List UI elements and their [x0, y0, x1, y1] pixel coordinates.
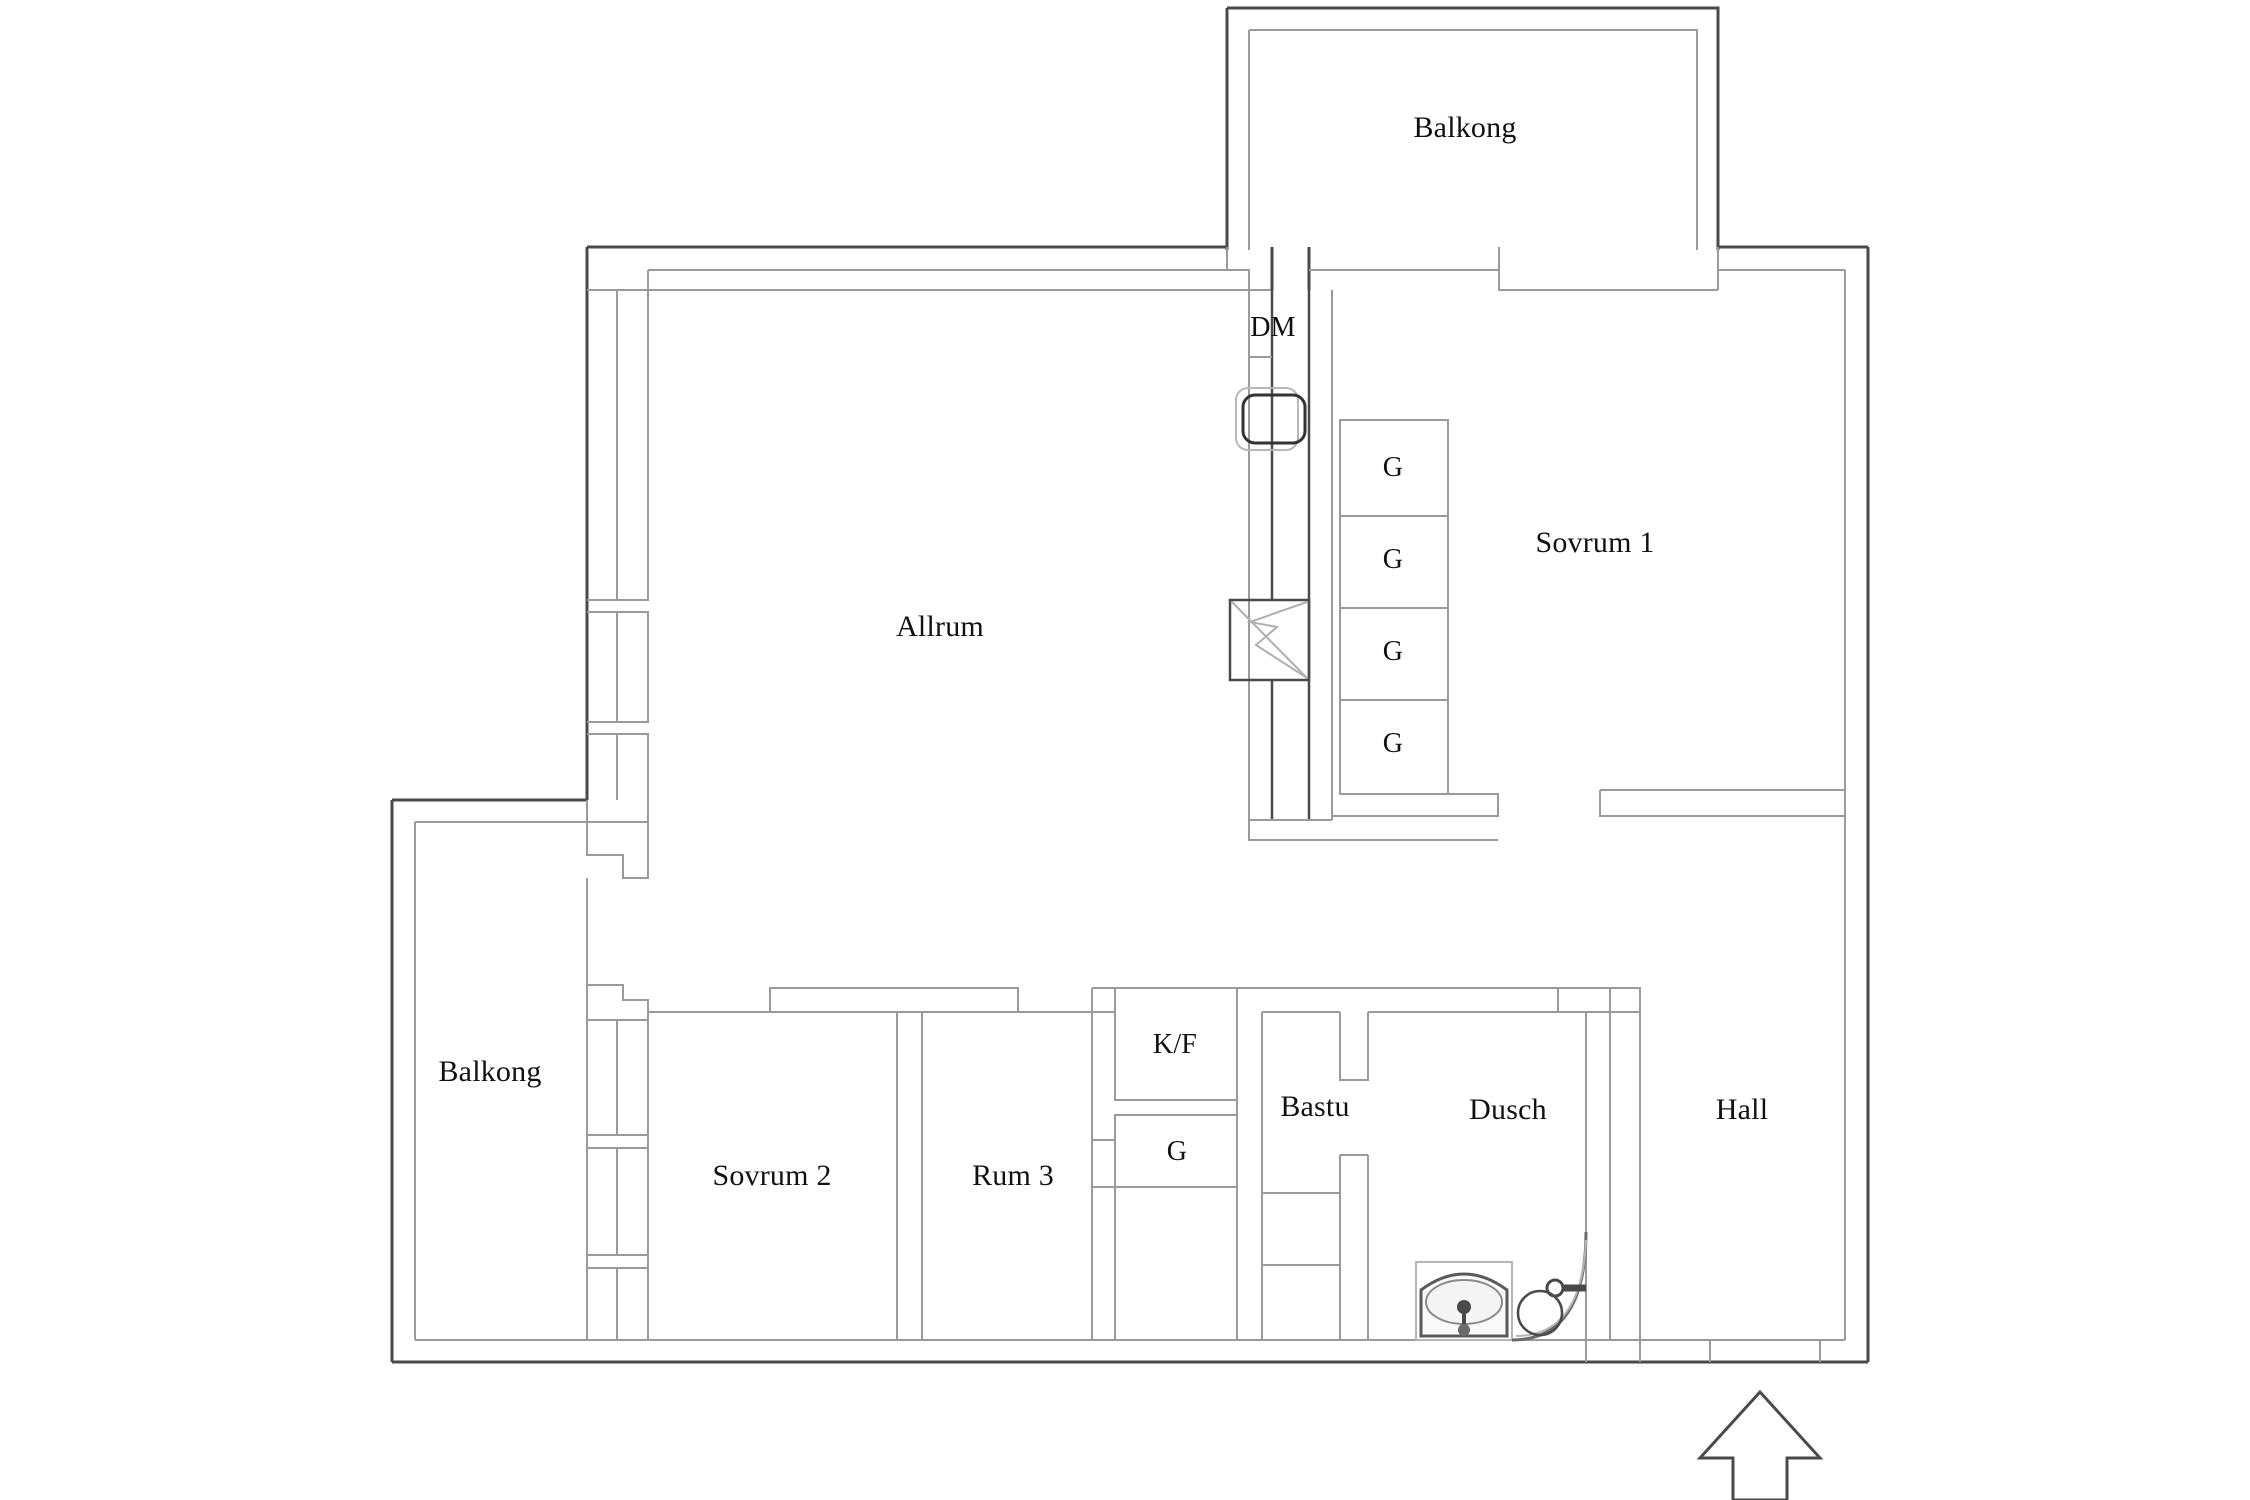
room-label-sovrum-1: Sovrum 1 — [1535, 526, 1655, 559]
room-label-balkong-top: Balkong — [1413, 111, 1517, 144]
room-label-hall: Hall — [1715, 1093, 1769, 1126]
room-label-dusch: Dusch — [1469, 1093, 1547, 1126]
bastu-walls — [1237, 987, 1611, 1340]
exterior-walls — [390, 245, 1870, 1364]
west-windows-lower — [586, 960, 649, 1341]
faucet-icon — [1545, 1278, 1586, 1298]
floor-drain-icon — [1516, 1289, 1564, 1337]
room-label-allrum: Allrum — [896, 610, 984, 643]
west-windows-allrum — [587, 289, 649, 800]
storage-label-g-1: G — [1382, 452, 1404, 483]
kitchen-header-walls — [1226, 247, 1719, 291]
exterior-wall-inner-face — [414, 269, 1846, 1341]
wash-basin-icon — [1415, 1261, 1513, 1341]
shower-door-arc-icon — [1511, 1231, 1588, 1342]
closet-stack-sovrum1 — [1332, 419, 1499, 817]
kitchen-dm-walls — [1248, 290, 1498, 841]
storage-label-g-4: G — [1382, 728, 1404, 759]
allrum-boundary — [647, 270, 1249, 291]
balcony-left-inner — [415, 821, 587, 1341]
sovrum1-walls — [1331, 290, 1845, 817]
storage-label-g-5: G — [1166, 1136, 1188, 1167]
dusch-walls — [1557, 987, 1611, 1340]
room-label-dm: DM — [1250, 312, 1296, 343]
allrum-west-jog — [586, 800, 649, 960]
sink-basin-icon — [1235, 387, 1307, 451]
storage-label-g-2: G — [1382, 544, 1404, 575]
room-label-balkong-left: Balkong — [438, 1055, 542, 1088]
room-label-kf: K/F — [1152, 1029, 1198, 1060]
kf-and-closet — [1091, 987, 1238, 1340]
room-label-bastu: Bastu — [1280, 1090, 1350, 1123]
sovrum2-rum3-partition — [647, 987, 1093, 1340]
room-label-rum-3: Rum 3 — [972, 1159, 1054, 1192]
room-label-sovrum-2: Sovrum 2 — [712, 1159, 832, 1192]
hall-walls — [1585, 987, 1845, 1362]
storage-label-g-3: G — [1382, 636, 1404, 667]
balcony-top-walls — [1225, 6, 1720, 250]
entrance-arrow-icon — [1696, 1389, 1824, 1500]
stove-cooktop-icon — [1228, 598, 1311, 682]
